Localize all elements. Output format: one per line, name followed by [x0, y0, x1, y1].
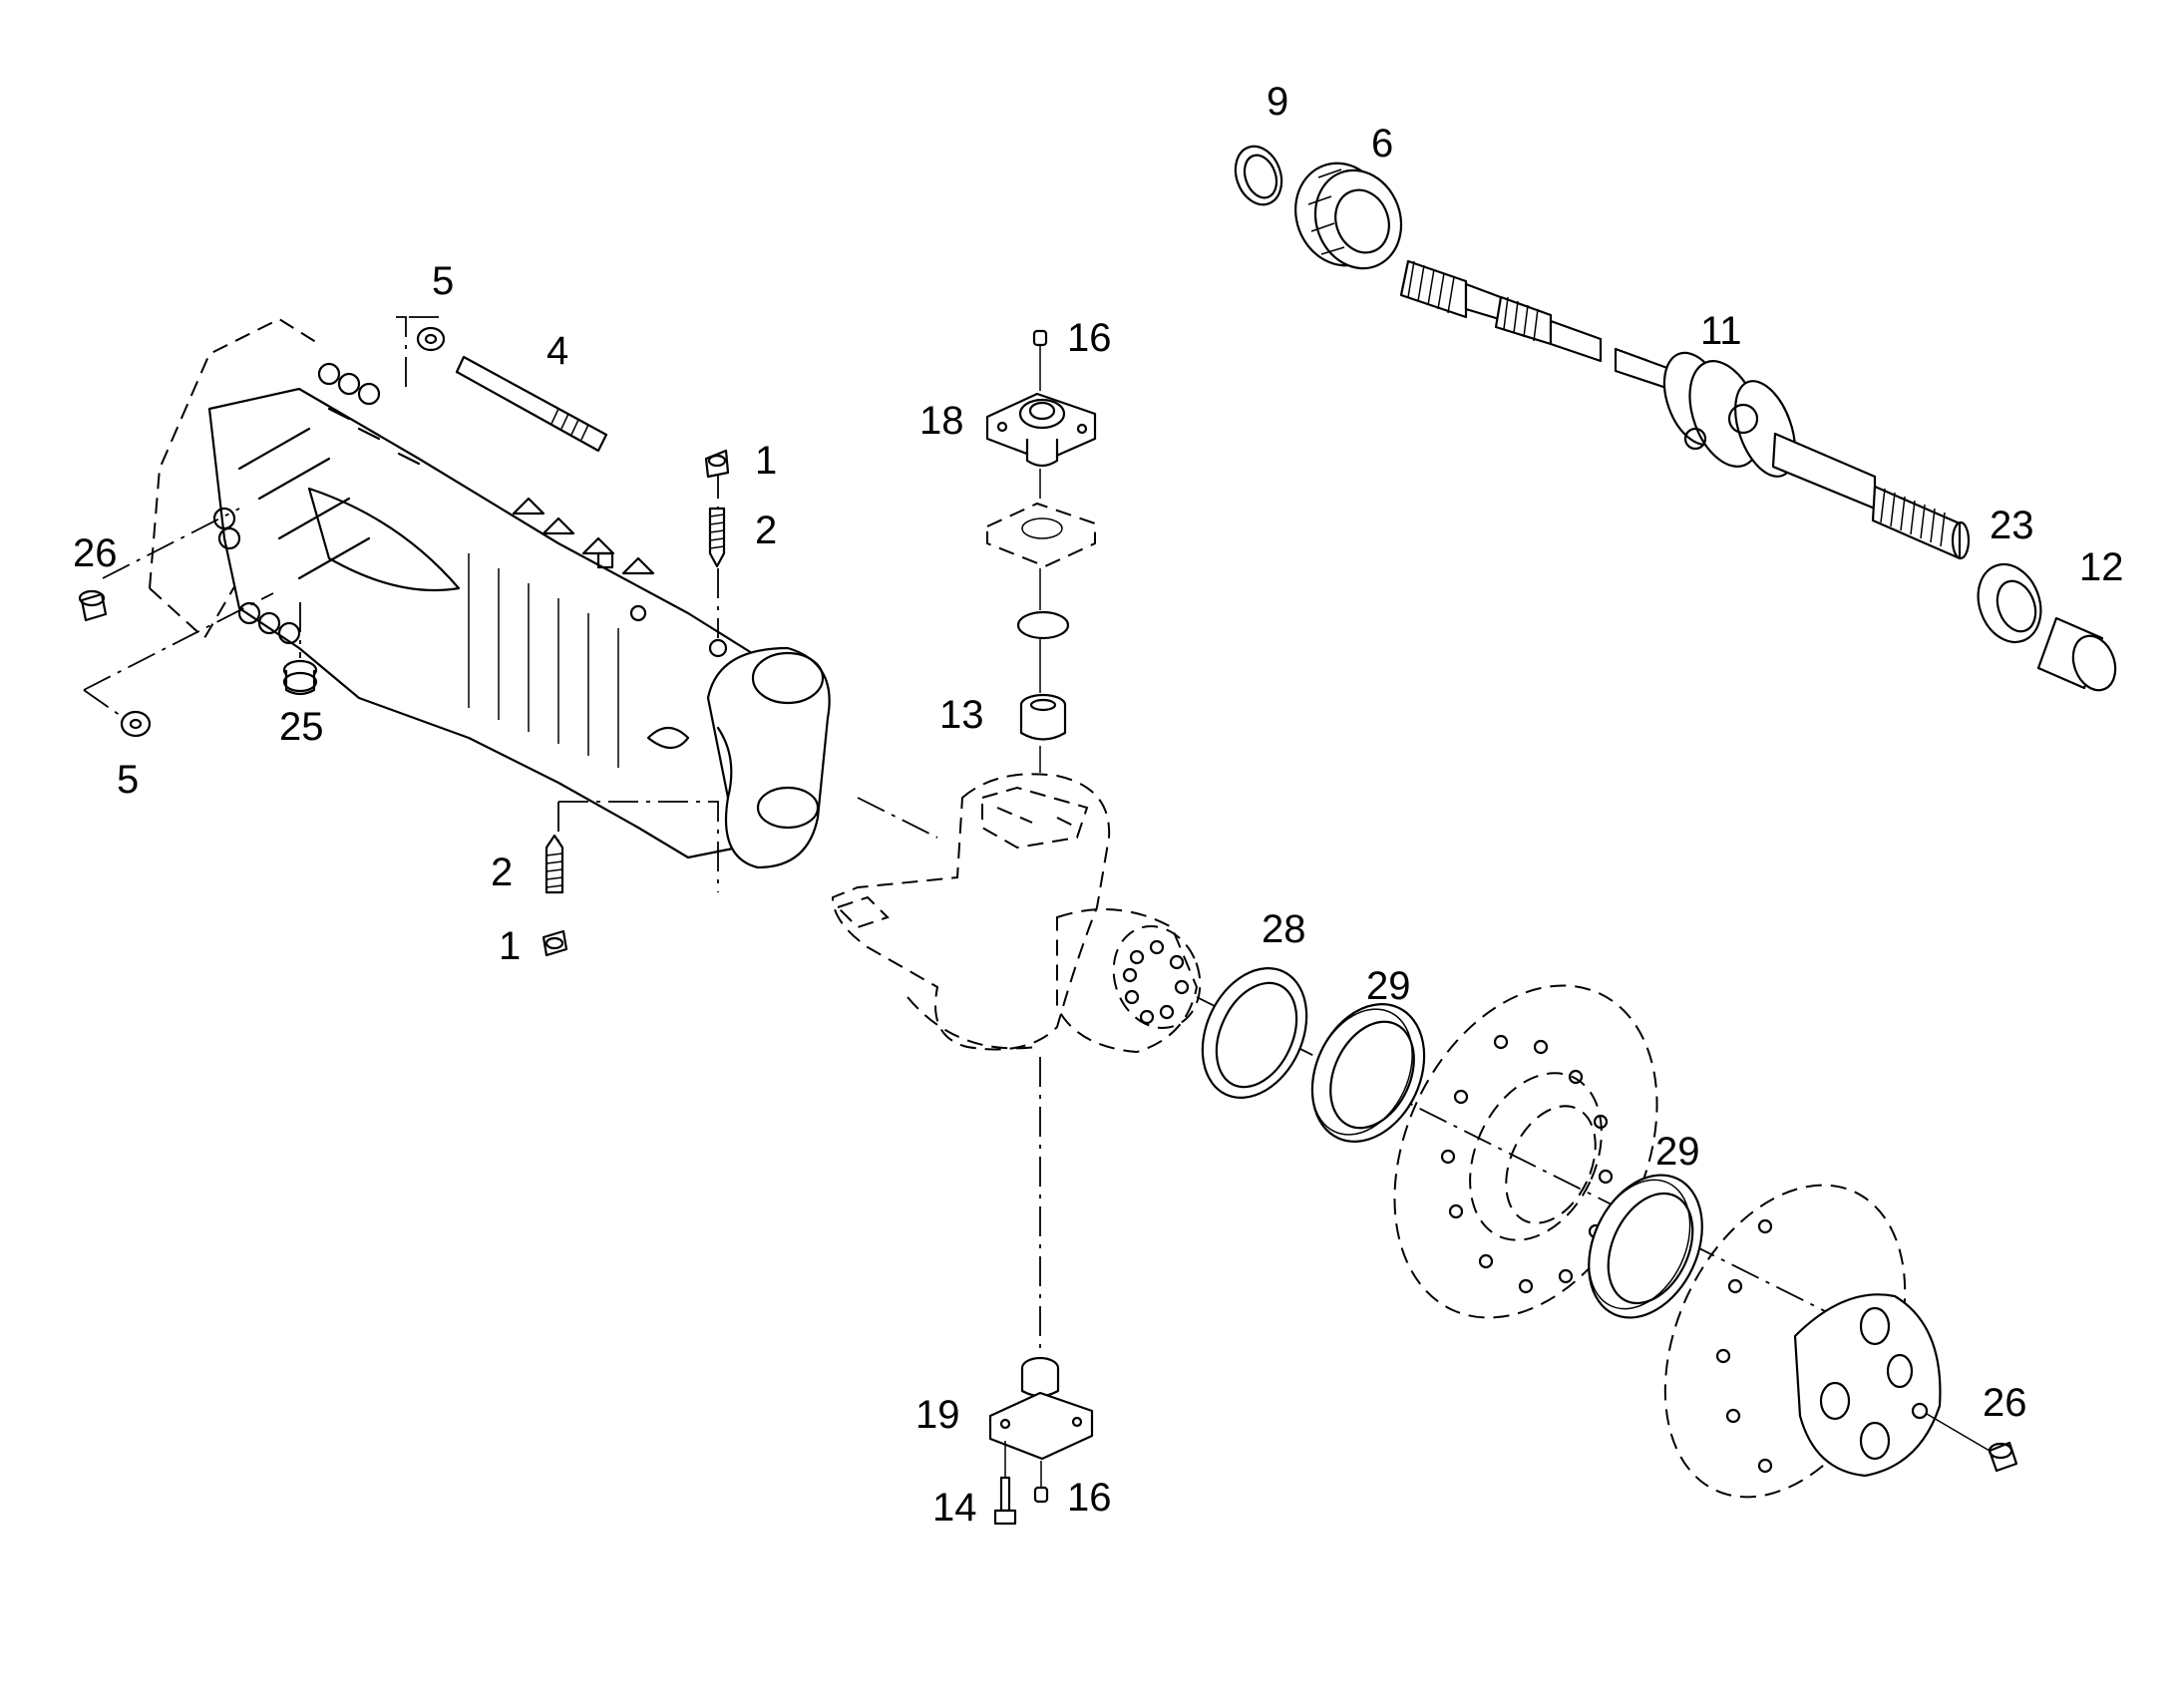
- callout-5-bottom: 5: [117, 758, 139, 802]
- seal-part-23: [1977, 562, 2042, 644]
- kingpin-cap-part-19: [988, 1356, 1094, 1461]
- plug-part-25: [282, 659, 318, 696]
- snap-ring-part-9: [1234, 145, 1283, 206]
- callout-9: 9: [1267, 80, 1288, 124]
- callout-2-top: 2: [755, 509, 777, 552]
- steering-knuckle: [831, 773, 1202, 1054]
- drive-shaft-assembly: [1234, 145, 2117, 692]
- reference-line: [102, 508, 240, 579]
- shim-part: [986, 502, 1096, 568]
- washer-part-5-bottom: [120, 710, 152, 738]
- nut-part-1-bottom: [542, 929, 568, 957]
- nut-part-1-top: [704, 449, 730, 479]
- o-ring-part: [1016, 610, 1070, 640]
- callout-26-right: 26: [1983, 1381, 2027, 1425]
- grease-nipple-part-16-bottom: [1033, 1486, 1049, 1504]
- callout-28: 28: [1262, 907, 1306, 951]
- washer-part-5-top: [416, 326, 446, 352]
- stud-part-4: [455, 355, 608, 453]
- callout-23: 23: [1990, 504, 2034, 547]
- callout-11: 11: [1700, 309, 1742, 353]
- reference-line: [396, 316, 407, 389]
- callout-2-bottom: 2: [491, 851, 513, 894]
- bushing-part-13: [1019, 693, 1067, 741]
- plug-part-26-left: [78, 589, 108, 622]
- callout-6: 6: [1371, 122, 1393, 166]
- callout-29-b: 29: [1655, 1130, 1700, 1174]
- bolt-part-14: [993, 1476, 1017, 1526]
- callout-16-bottom: 16: [1067, 1476, 1112, 1520]
- callout-26-left: 26: [73, 531, 118, 575]
- bearing-part-29-a: [1310, 1003, 1426, 1143]
- plug-part-26-right: [1988, 1441, 2018, 1473]
- bushing-part-12: [2036, 616, 2117, 692]
- callout-4: 4: [546, 329, 568, 373]
- callout-25: 25: [279, 705, 324, 749]
- pin-part-2-bottom: [545, 834, 564, 894]
- kingpin-cap-part-18: [985, 392, 1097, 468]
- axle-housing: [149, 317, 831, 869]
- planet-carrier: [1663, 1184, 1942, 1499]
- callout-16-top: 16: [1067, 316, 1112, 360]
- callout-14: 14: [932, 1486, 977, 1530]
- callout-12: 12: [2079, 545, 2124, 589]
- reference-line: [83, 592, 274, 691]
- hub-axis-line: [1196, 996, 1906, 1352]
- kingpin-stack: [985, 329, 1097, 773]
- seal-part-28: [1201, 967, 1308, 1099]
- bearing-part-29-b: [1588, 1174, 1703, 1319]
- callout-1-bottom: 1: [499, 924, 521, 968]
- callout-1-top: 1: [755, 439, 777, 483]
- seal-part-6: [1294, 162, 1403, 270]
- grease-nipple-part-16-top: [1032, 329, 1048, 347]
- reference-line: [558, 801, 719, 892]
- callout-13: 13: [939, 693, 984, 737]
- reference-line: [83, 689, 125, 719]
- pin-part-2-top: [708, 507, 726, 568]
- reference-line: [857, 797, 938, 839]
- callout-5-top: 5: [432, 259, 454, 303]
- callout-29-a: 29: [1366, 964, 1411, 1008]
- callout-18: 18: [919, 399, 964, 443]
- axle-shaft-part-11: [1399, 259, 1971, 560]
- callout-19: 19: [915, 1393, 960, 1437]
